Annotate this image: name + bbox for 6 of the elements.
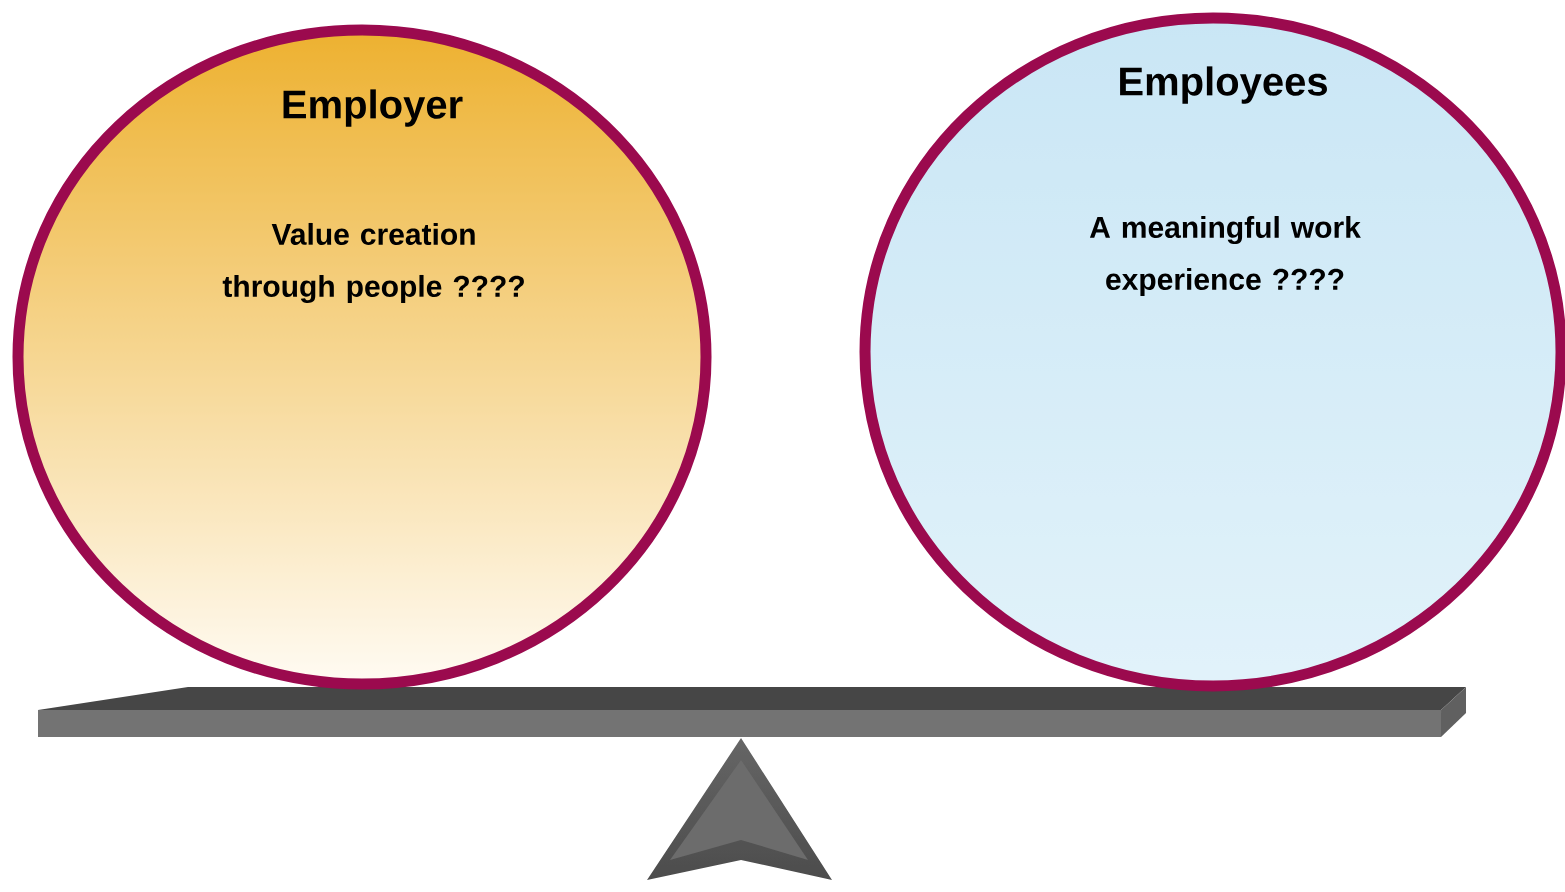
heading: Employer xyxy=(283,89,463,127)
circle xyxy=(859,12,1565,692)
circle xyxy=(12,24,712,690)
heading: Employees xyxy=(1120,66,1327,104)
body-text: A meaningful work experience ???? xyxy=(1089,216,1361,296)
body-text: Value creation through people ???? xyxy=(222,222,524,304)
